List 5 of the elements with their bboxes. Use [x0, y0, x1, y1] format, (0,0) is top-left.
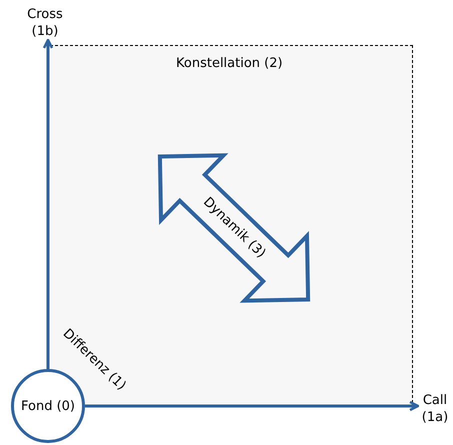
axis-label: Call (1a) [418, 392, 452, 428]
axis-label: Cross (1b) [22, 6, 68, 40]
axis-arrow [42, 38, 54, 369]
axis-arrow [85, 400, 420, 412]
area-label: Konstellation (2) [176, 55, 283, 73]
